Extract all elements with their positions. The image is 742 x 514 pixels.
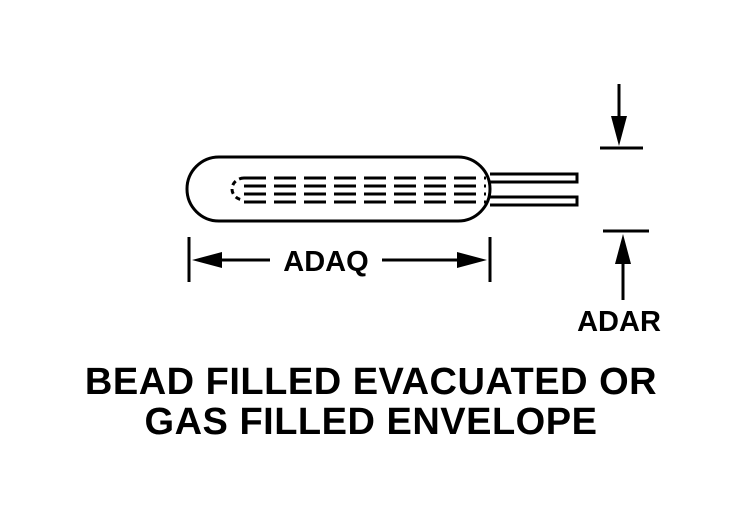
diameter-dimension-label: ADAR	[577, 306, 661, 338]
bead-outline	[230, 176, 245, 202]
length-arrowhead-left	[192, 252, 222, 268]
length-dimension	[187, 237, 492, 282]
caption-line-1: BEAD FILLED EVACUATED OR	[84, 361, 658, 403]
length-arrowhead-right	[457, 252, 487, 268]
external-leads	[490, 172, 579, 207]
diameter-arrowhead-bottom	[615, 234, 631, 264]
glass-envelope	[185, 155, 492, 223]
lower-external-lead	[490, 195, 579, 207]
diameter-arrowhead-top	[611, 116, 627, 146]
diameter-dimension	[600, 84, 649, 300]
inner-lead-wires	[230, 176, 486, 204]
length-dimension-label: ADAQ	[283, 246, 368, 278]
upper-external-lead	[490, 172, 579, 184]
caption-line-2: GAS FILLED ENVELOPE	[144, 401, 598, 443]
